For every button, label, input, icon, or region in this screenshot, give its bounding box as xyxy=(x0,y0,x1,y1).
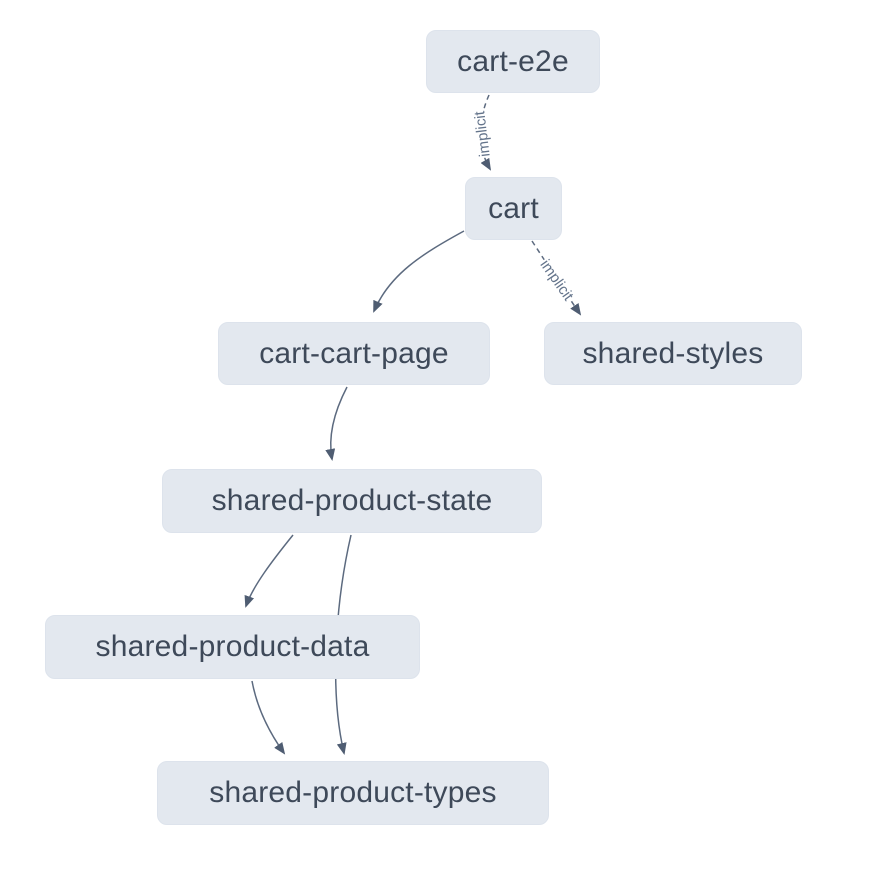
node-cart-e2e[interactable]: cart-e2e xyxy=(426,30,600,93)
edge-label-implicit-cart-e2e: implicit xyxy=(471,109,494,157)
node-cart-cart-page[interactable]: cart-cart-page xyxy=(218,322,490,385)
edge-cart-to-shared-styles xyxy=(531,240,582,316)
edge-cart-to-cart-cart-page xyxy=(373,230,465,313)
node-shared-product-data[interactable]: shared-product-data xyxy=(45,615,420,679)
edge-cart-cart-page-to-shared-product-state xyxy=(325,386,348,461)
edge-shared-product-data-to-shared-product-types xyxy=(251,680,286,755)
node-shared-product-types[interactable]: shared-product-types xyxy=(157,761,549,825)
node-shared-styles[interactable]: shared-styles xyxy=(544,322,802,385)
edge-cart-e2e-to-cart xyxy=(479,94,492,171)
edge-shared-product-state-to-shared-product-data xyxy=(244,534,294,608)
node-shared-product-state[interactable]: shared-product-state xyxy=(162,469,542,533)
node-cart[interactable]: cart xyxy=(465,177,562,240)
edge-label-implicit-shared-styles: implicit xyxy=(536,257,577,305)
